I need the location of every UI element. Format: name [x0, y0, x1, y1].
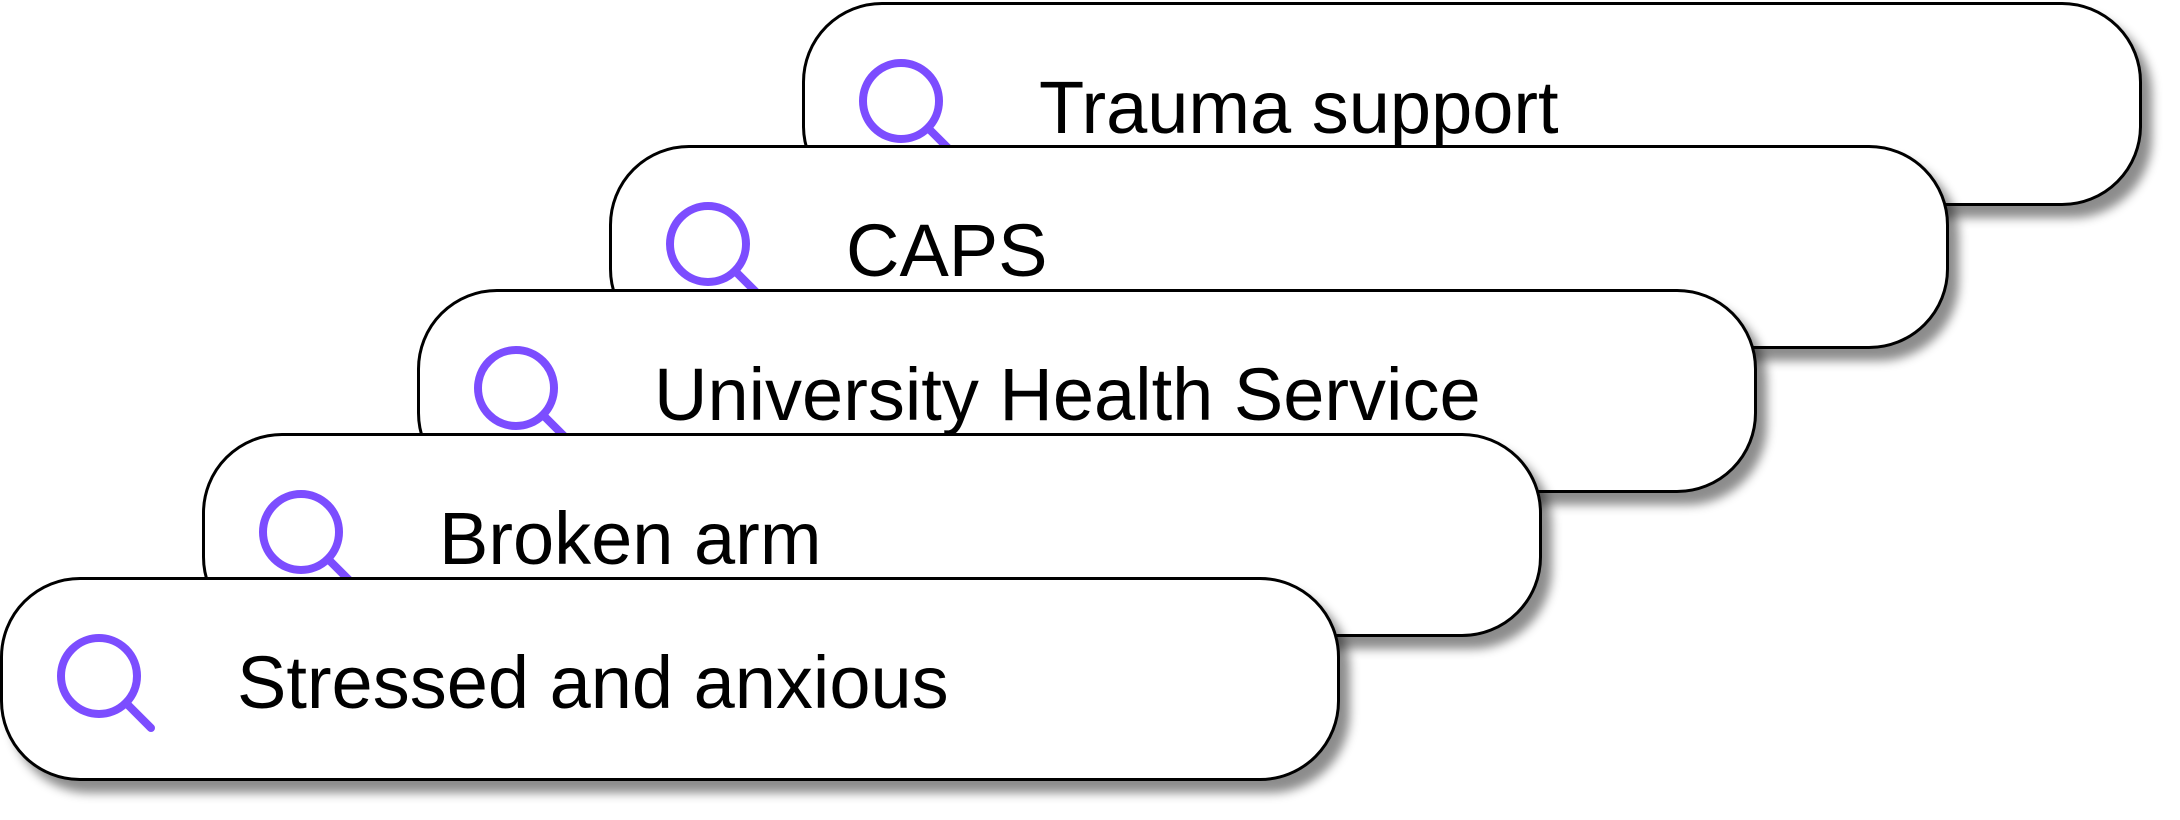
search-query: University Health Service [654, 353, 1481, 436]
search-icon [859, 59, 957, 157]
search-icon [474, 346, 572, 444]
search-query: Trauma support [1039, 66, 1559, 149]
search-query: CAPS [846, 209, 1048, 292]
search-bar-stressed-and-anxious[interactable]: Stressed and anxious [0, 577, 1340, 781]
search-query: Stressed and anxious [237, 641, 949, 724]
search-icon [259, 490, 357, 588]
search-query: Broken arm [439, 497, 822, 580]
search-icon [666, 202, 764, 300]
search-icon [57, 634, 155, 732]
